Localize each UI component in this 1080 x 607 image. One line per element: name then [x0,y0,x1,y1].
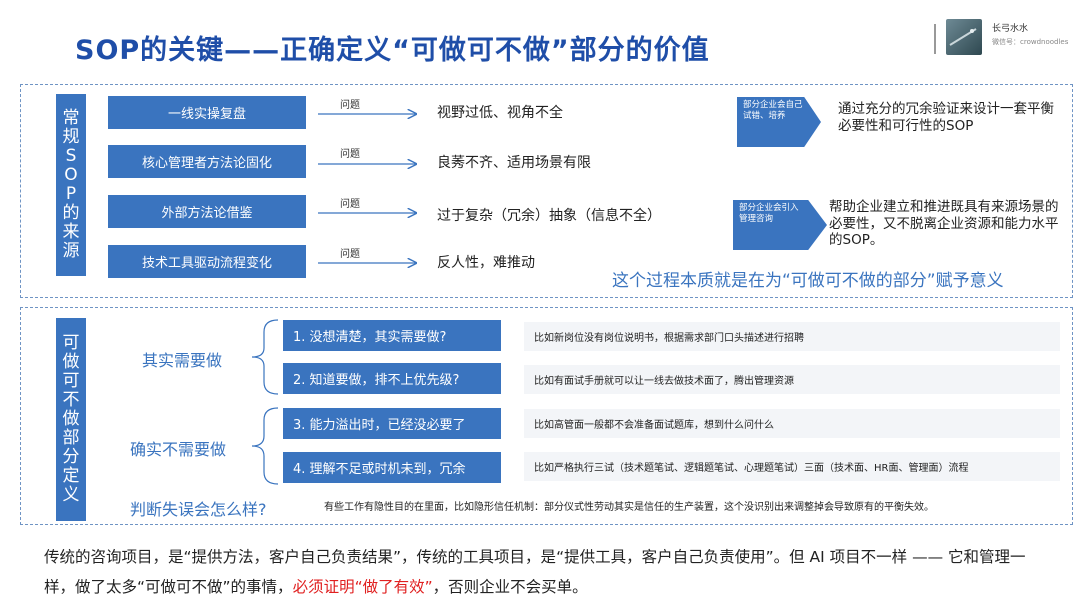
problem-2: 良莠不齐、适用场景有限 [437,155,591,171]
sop-source-label-char-1: 常 [62,108,80,128]
example-1: 比如新岗位没有岗位说明书，根据需求部门口头描述进行招聘 [524,322,1060,351]
sop-source-label-char-7: 来 [62,222,80,242]
question-4: 4. 理解不足或时机未到，冗余 [283,452,501,483]
question-1: 1. 没想清楚，其实需要做? [283,320,501,351]
optional-definition-label-char-5: 做 [62,409,80,429]
author-avatar [946,19,982,55]
source-manager-methodology: 核心管理者方法论固化 [108,145,306,178]
summary-statement: 这个过程本质就是在为“可做可不做的部分”赋予意义 [612,271,1004,291]
approach-arrow-consulting-text: 部分企业会引入管理咨询 [739,203,799,224]
conclusion-part1: 传统的咨询项目，是“提供方法，客户自己负责结果”，传统的工具项目，是“提供工具，… [44,548,1026,596]
problem-3: 过于复杂（冗余）抽象（信息不全） [437,208,661,224]
optional-definition-panel [20,307,1073,525]
wechat-id: 微信号：crowdnoodles [992,38,1069,46]
sop-source-panel [20,84,1073,298]
conclusion-part2: ，否则企业不会买单。 [432,578,588,596]
judge-example: 有些工作有隐性目的在里面，比如隐形信任机制：部分仪式性劳动其实是信任的生产装置，… [324,502,934,513]
question-3: 3. 能力溢出时，已经没必要了 [283,408,501,439]
approach-arrow-self-text: 部分企业会自己试错、培养 [743,100,803,121]
sop-source-label-char-3: S [65,146,77,166]
sop-source-label-char-5: P [65,184,77,204]
group-need-do: 其实需要做 [142,351,223,370]
header-divider [934,24,936,54]
approach-arrow-consulting: 部分企业会引入管理咨询 [733,200,827,250]
conclusion-paragraph: 传统的咨询项目，是“提供方法，客户自己负责结果”，传统的工具项目，是“提供工具，… [44,542,1044,602]
optional-definition-label-char-9: 义 [62,485,80,505]
result-self: 通过充分的冗余验证来设计一套平衡必要性和可行性的SOP [838,101,1054,134]
arrow-label-3: 问题 [340,199,360,210]
arrow-label-1: 问题 [340,100,360,111]
result-consulting: 帮助企业建立和推进既具有来源场景的必要性，又不脱离企业资源和能力水平的SOP。 [829,199,1059,248]
brace-need-do [251,319,279,395]
arrow-label-2: 问题 [340,149,360,160]
question-2: 2. 知道要做，排不上优先级? [283,363,501,394]
judge-question: 判断失误会怎么样? [130,500,267,519]
source-tech-tools: 技术工具驱动流程变化 [108,245,306,278]
source-external-methodology: 外部方法论借鉴 [108,195,306,228]
page-title: SOP的关键——正确定义“可做可不做”部分的价值 [75,35,710,66]
group-no-need: 确实不需要做 [130,440,227,459]
optional-definition-label-char-8: 定 [62,466,80,486]
example-3: 比如高管面一般都不会准备面试题库，想到什么问什么 [524,409,1060,438]
optional-definition-label: 可做可不做部分定义 [56,318,86,521]
brace-no-need [251,407,279,485]
conclusion-highlight: 必须证明“做了有效” [292,578,433,596]
arrow-label-4: 问题 [340,249,360,260]
optional-definition-label-char-4: 不 [62,390,80,410]
optional-definition-label-char-6: 部 [62,428,80,448]
problem-1: 视野过低、视角不全 [437,105,563,121]
problem-4: 反人性，难推动 [437,255,535,271]
optional-definition-label-char-2: 做 [62,352,80,372]
sop-source-label-char-6: 的 [62,203,80,223]
sop-source-label-char-2: 规 [62,127,80,147]
optional-definition-label-char-1: 可 [62,333,80,353]
sop-source-label-char-4: O [64,165,78,185]
optional-definition-label-char-7: 分 [62,447,80,467]
example-2: 比如有面试手册就可以让一线去做技术面了，腾出管理资源 [524,365,1060,394]
source-frontline-review: 一线实操复盘 [108,96,306,129]
sop-source-label-char-8: 源 [62,241,80,261]
approach-arrow-self: 部分企业会自己试错、培养 [737,97,821,147]
optional-definition-label-char-3: 可 [62,371,80,391]
example-4: 比如严格执行三试（技术题笔试、逻辑题笔试、心理题笔试）三面（技术面、HR面、管理… [524,452,1060,481]
author-name: 长弓水水 [992,24,1029,34]
